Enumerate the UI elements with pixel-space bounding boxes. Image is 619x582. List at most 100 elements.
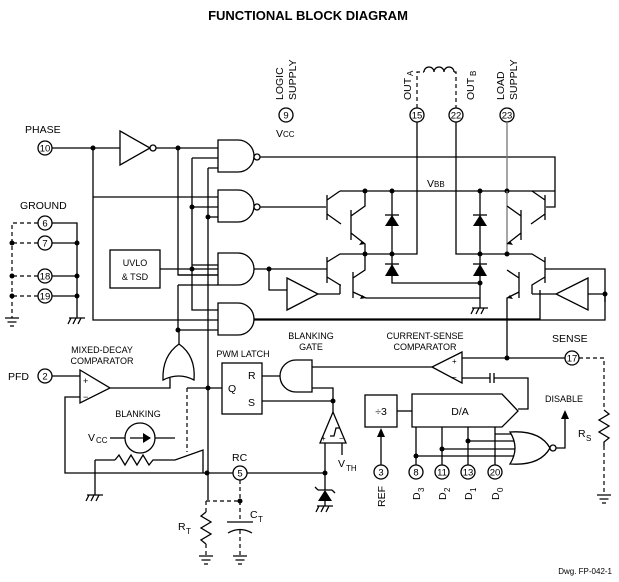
pfd-pin: PFD 2 [8,368,53,384]
current-sense-comparator: CURRENT-SENSE COMPARATOR + − [386,331,464,385]
dac-block: D/A [411,393,519,428]
svg-text:S: S [586,434,591,443]
divide-by-three-block: ÷3 [364,394,398,428]
svg-text:T: T [258,515,263,524]
svg-text:V: V [88,432,95,444]
ground-label: GROUND [20,200,67,212]
svg-text:6: 6 [42,219,47,230]
svg-text:11: 11 [437,468,447,479]
ref-pin: 3 REF [373,428,389,507]
nand-gate-1 [217,139,261,173]
svg-text:+: + [452,357,457,366]
pwm-latch: PWM LATCH R Q S [216,349,270,415]
motor-winding-inductor [416,66,457,108]
svg-text:SENSE: SENSE [552,333,588,345]
svg-text:TH: TH [346,464,357,473]
sense-pin: SENSE 17 [552,333,588,366]
phase-pin-number: 10 [40,144,51,155]
nand-gate-2 [217,189,261,223]
svg-text:UVLO: UVLO [123,258,148,268]
svg-text:V: V [338,458,345,470]
svg-text:−: − [452,373,457,382]
out-a-pin: OUT A 15 [402,70,425,123]
hysteresis-comparator: + − [319,410,347,444]
svg-text:−: − [83,392,88,402]
svg-text:GATE: GATE [299,342,323,352]
svg-text:20: 20 [490,468,501,479]
svg-text:2: 2 [443,487,452,492]
d0-pin: 20 D 0 [487,427,505,500]
svg-text:BB: BB [434,180,445,189]
svg-text:R: R [578,428,586,440]
svg-text:19: 19 [40,292,51,303]
svg-text:CURRENT-SENSE: CURRENT-SENSE [386,331,463,341]
svg-text:COMPARATOR: COMPARATOR [70,356,134,366]
svg-text:3: 3 [378,468,383,479]
diagram-title: FUNCTIONAL BLOCK DIAGRAM [208,8,408,23]
svg-text:PFD: PFD [8,371,29,383]
svg-text:PWM LATCH: PWM LATCH [216,349,269,359]
svg-text:22: 22 [451,111,462,122]
svg-text:COMPARATOR: COMPARATOR [393,342,457,352]
svg-text:SUPPLY: SUPPLY [508,59,520,100]
svg-text:7: 7 [42,239,47,250]
svg-text:CC: CC [96,436,108,445]
svg-text:LOGIC: LOGIC [274,67,286,100]
svg-text:BLANKING: BLANKING [115,409,161,419]
svg-text:C: C [250,509,258,521]
logic-supply-pin: LOGIC SUPPLY 9 V CC [274,59,299,140]
svg-text:÷3: ÷3 [375,406,387,418]
svg-text:RC: RC [232,452,248,464]
zener-diode [314,486,336,513]
d1-pin: 13 D 1 [460,427,478,500]
svg-text:OUT: OUT [465,77,477,100]
mixed-decay-comparator: MIXED-DECAY COMPARATOR + − [70,345,134,405]
svg-text:8: 8 [413,468,418,479]
svg-text:15: 15 [412,111,423,122]
h-bridge: V BB [254,122,608,360]
svg-text:23: 23 [502,111,513,122]
svg-text:−: − [339,434,344,443]
load-supply-pin: LOAD SUPPLY 23 [495,59,520,123]
svg-text:CC: CC [283,130,295,139]
blanking-gate: BLANKING GATE [279,331,334,393]
svg-text:2: 2 [42,372,47,383]
svg-text:D: D [463,492,475,500]
uvlo-tsd-block: UVLO & TSD [109,249,161,289]
phase-inverter [119,129,157,167]
d2-pin: 11 D 2 [434,427,452,500]
phase-pin: PHASE 10 [25,124,61,156]
svg-text:Q: Q [228,383,236,395]
svg-text:D/A: D/A [451,406,469,418]
svg-text:R: R [248,370,256,382]
svg-text:MIXED-DECAY: MIXED-DECAY [71,345,133,355]
svg-text:SUPPLY: SUPPLY [287,59,299,100]
svg-text:OUT: OUT [402,77,414,100]
svg-text:+: + [83,376,88,386]
svg-text:18: 18 [40,272,51,283]
svg-text:& TSD: & TSD [122,272,149,282]
sink-driver-buffer-left [286,276,320,312]
ground-pins: GROUND 6 7 18 19 [5,200,85,327]
out-b-pin: OUT B 22 [448,71,478,123]
svg-text:B: B [469,71,478,76]
svg-text:D: D [411,492,423,500]
svg-text:S: S [248,397,255,409]
rs-resistor: R S [578,357,611,504]
disable-label: DISABLE [545,394,583,404]
svg-text:D: D [437,492,449,500]
drawing-number: Dwg. FP-042-1 [558,567,612,576]
svg-text:REF: REF [376,486,388,507]
svg-text:V: V [276,128,283,140]
svg-text:0: 0 [496,487,505,492]
svg-text:9: 9 [283,111,288,122]
phase-label: PHASE [25,124,61,136]
svg-text:3: 3 [417,487,426,492]
and-gate-3 [217,252,255,286]
svg-text:A: A [406,70,415,76]
and-gate-4 [217,302,255,336]
rc-pin: RC 5 [232,452,248,481]
d3-pin: 8 D 3 [408,427,426,500]
svg-text:17: 17 [567,354,578,365]
